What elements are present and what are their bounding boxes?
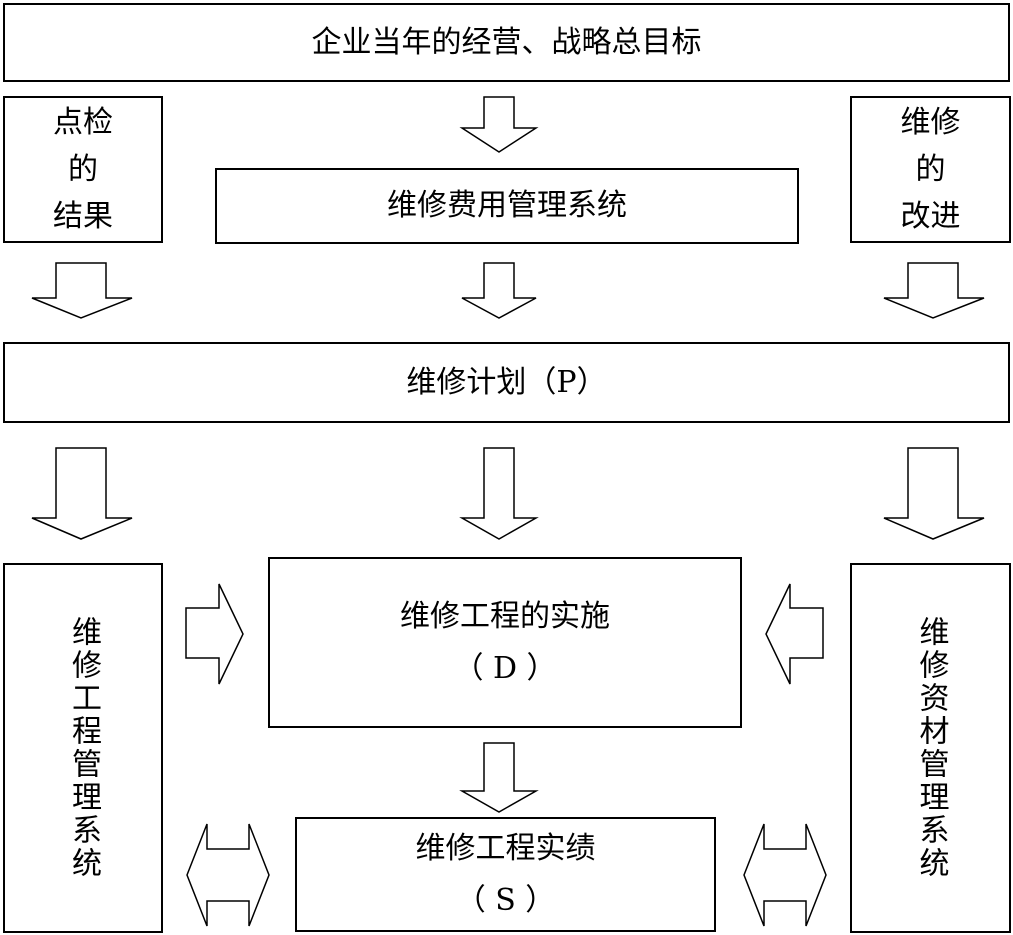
improvement-line-3: 改进 — [900, 199, 961, 234]
arrow-down-improvement-to-plan — [883, 262, 985, 319]
arrow-down-goals-to-cost — [459, 96, 539, 153]
arrow-right-engineering-to-implementation — [185, 583, 244, 685]
materials-management-label: 维修资材管理系统 — [913, 616, 949, 880]
cost-management-box: 维修费用管理系统 — [215, 168, 799, 244]
engineering-management-label: 维修工程管理系统 — [66, 616, 101, 880]
implementation-box: 维修工程的实施 （ D ） — [268, 557, 742, 728]
inspection-line-1: 点检 — [53, 105, 113, 140]
inspection-line-3: 结果 — [53, 199, 113, 234]
maintenance-improvement-box: 维修 的 改进 — [850, 96, 1011, 243]
inspection-line-2: 的 — [68, 152, 98, 187]
arrow-left-materials-to-implementation — [765, 583, 824, 685]
cost-management-label: 维修费用管理系统 — [387, 188, 627, 223]
arrow-down-plan-to-materials — [883, 447, 985, 540]
materials-management-box: 维修资材管理系统 — [850, 563, 1011, 933]
corporate-goals-box: 企业当年的经营、战略总目标 — [3, 3, 1010, 82]
results-line-2: （ S ） — [455, 882, 556, 918]
maintenance-plan-label: 维修计划（P） — [406, 364, 607, 400]
arrow-down-implementation-to-results — [459, 742, 539, 813]
arrow-down-plan-to-engineering — [31, 447, 133, 540]
improvement-line-1: 维修 — [900, 105, 961, 140]
implementation-line-2: （ D ） — [453, 650, 557, 686]
arrow-down-plan-to-implementation — [459, 447, 539, 540]
results-line-1: 维修工程实绩 — [415, 830, 596, 866]
arrow-down-cost-to-plan — [461, 262, 537, 319]
double-arrow-results-materials — [743, 823, 827, 927]
improvement-line-2: 的 — [915, 152, 946, 187]
corporate-goals-label: 企业当年的经营、战略总目标 — [311, 24, 702, 60]
results-box: 维修工程实绩 （ S ） — [295, 817, 716, 932]
inspection-results-box: 点检 的 结果 — [3, 96, 163, 243]
arrow-down-inspection-to-plan — [31, 262, 133, 319]
double-arrow-engineering-results — [186, 823, 270, 927]
maintenance-plan-box: 维修计划（P） — [3, 342, 1010, 423]
implementation-line-1: 维修工程的实施 — [400, 598, 610, 634]
engineering-management-box: 维修工程管理系统 — [3, 563, 163, 933]
